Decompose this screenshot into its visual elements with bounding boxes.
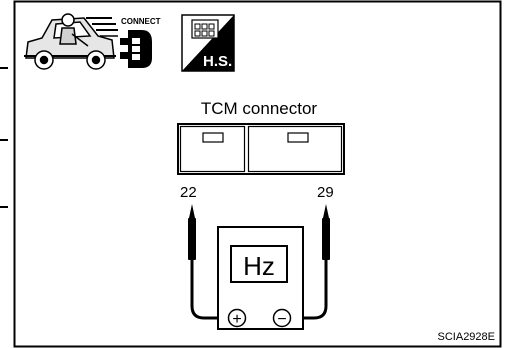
harness-connector-icon bbox=[181, 14, 235, 72]
hs-icon-label: H.S. bbox=[203, 53, 232, 70]
left-test-probe bbox=[188, 204, 196, 260]
figure-frame bbox=[13, 0, 502, 348]
margin-ticks bbox=[0, 67, 8, 208]
positive-symbol: + bbox=[232, 311, 241, 328]
positive-lead-wire bbox=[190, 260, 228, 320]
negative-terminal bbox=[272, 308, 292, 328]
car-mechanic-icon bbox=[24, 13, 118, 70]
figure-code: SCIA2928E bbox=[438, 331, 495, 343]
meter-unit-label: Hz bbox=[243, 251, 275, 281]
negative-symbol: − bbox=[277, 311, 286, 328]
tcm-connector bbox=[177, 123, 345, 175]
connect-icon-label: CONNECT bbox=[121, 17, 161, 26]
terminal-number-29: 29 bbox=[317, 184, 334, 201]
negative-lead-wire bbox=[292, 260, 328, 320]
terminal-number-22: 22 bbox=[180, 184, 197, 201]
connector-plug-icon bbox=[120, 30, 152, 68]
connector-title: TCM connector bbox=[201, 99, 318, 118]
positive-terminal bbox=[227, 308, 247, 328]
meter-display bbox=[230, 245, 288, 283]
right-test-probe bbox=[322, 204, 330, 260]
multimeter bbox=[217, 226, 304, 330]
